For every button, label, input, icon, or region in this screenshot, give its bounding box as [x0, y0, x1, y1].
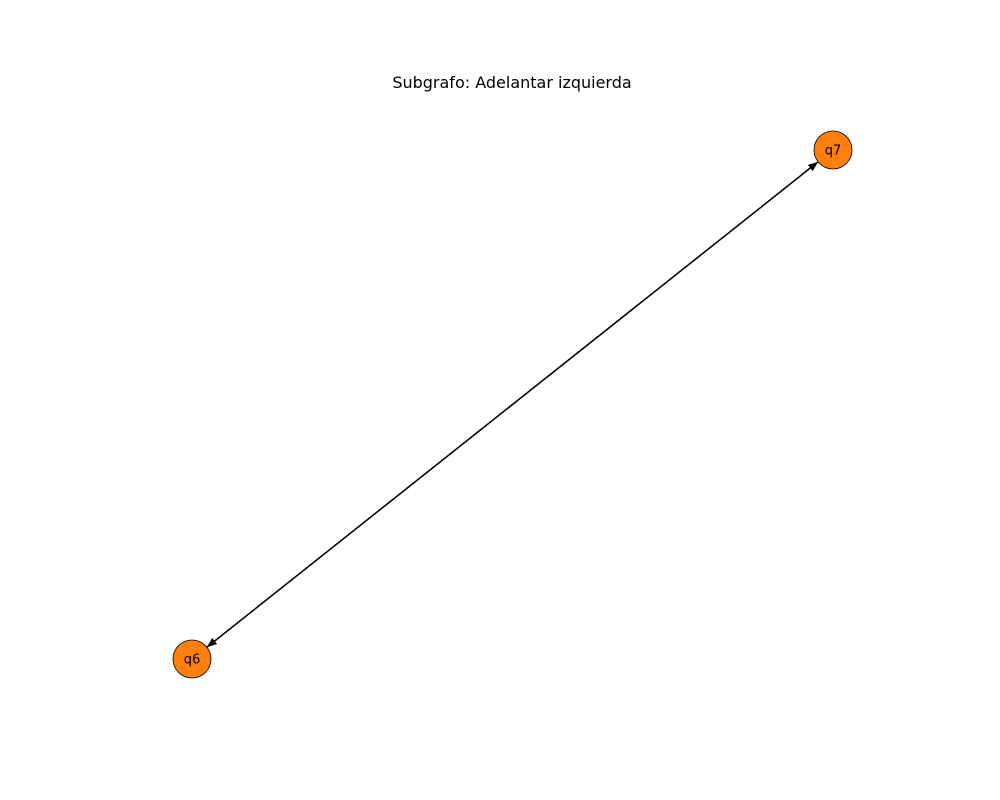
edges-layer [206, 161, 819, 648]
diagram-title: Subgrafo: Adelantar izquierda [392, 73, 631, 92]
node-q6: q6 [172, 639, 212, 679]
nodes-layer: q7 q6 [172, 130, 853, 679]
node-circle [813, 130, 853, 170]
edge-q6-to-q7 [206, 161, 819, 648]
node-circle [172, 639, 212, 679]
node-label: q7 [825, 144, 842, 159]
node-q7: q7 [813, 130, 853, 170]
node-label: q6 [184, 653, 201, 668]
